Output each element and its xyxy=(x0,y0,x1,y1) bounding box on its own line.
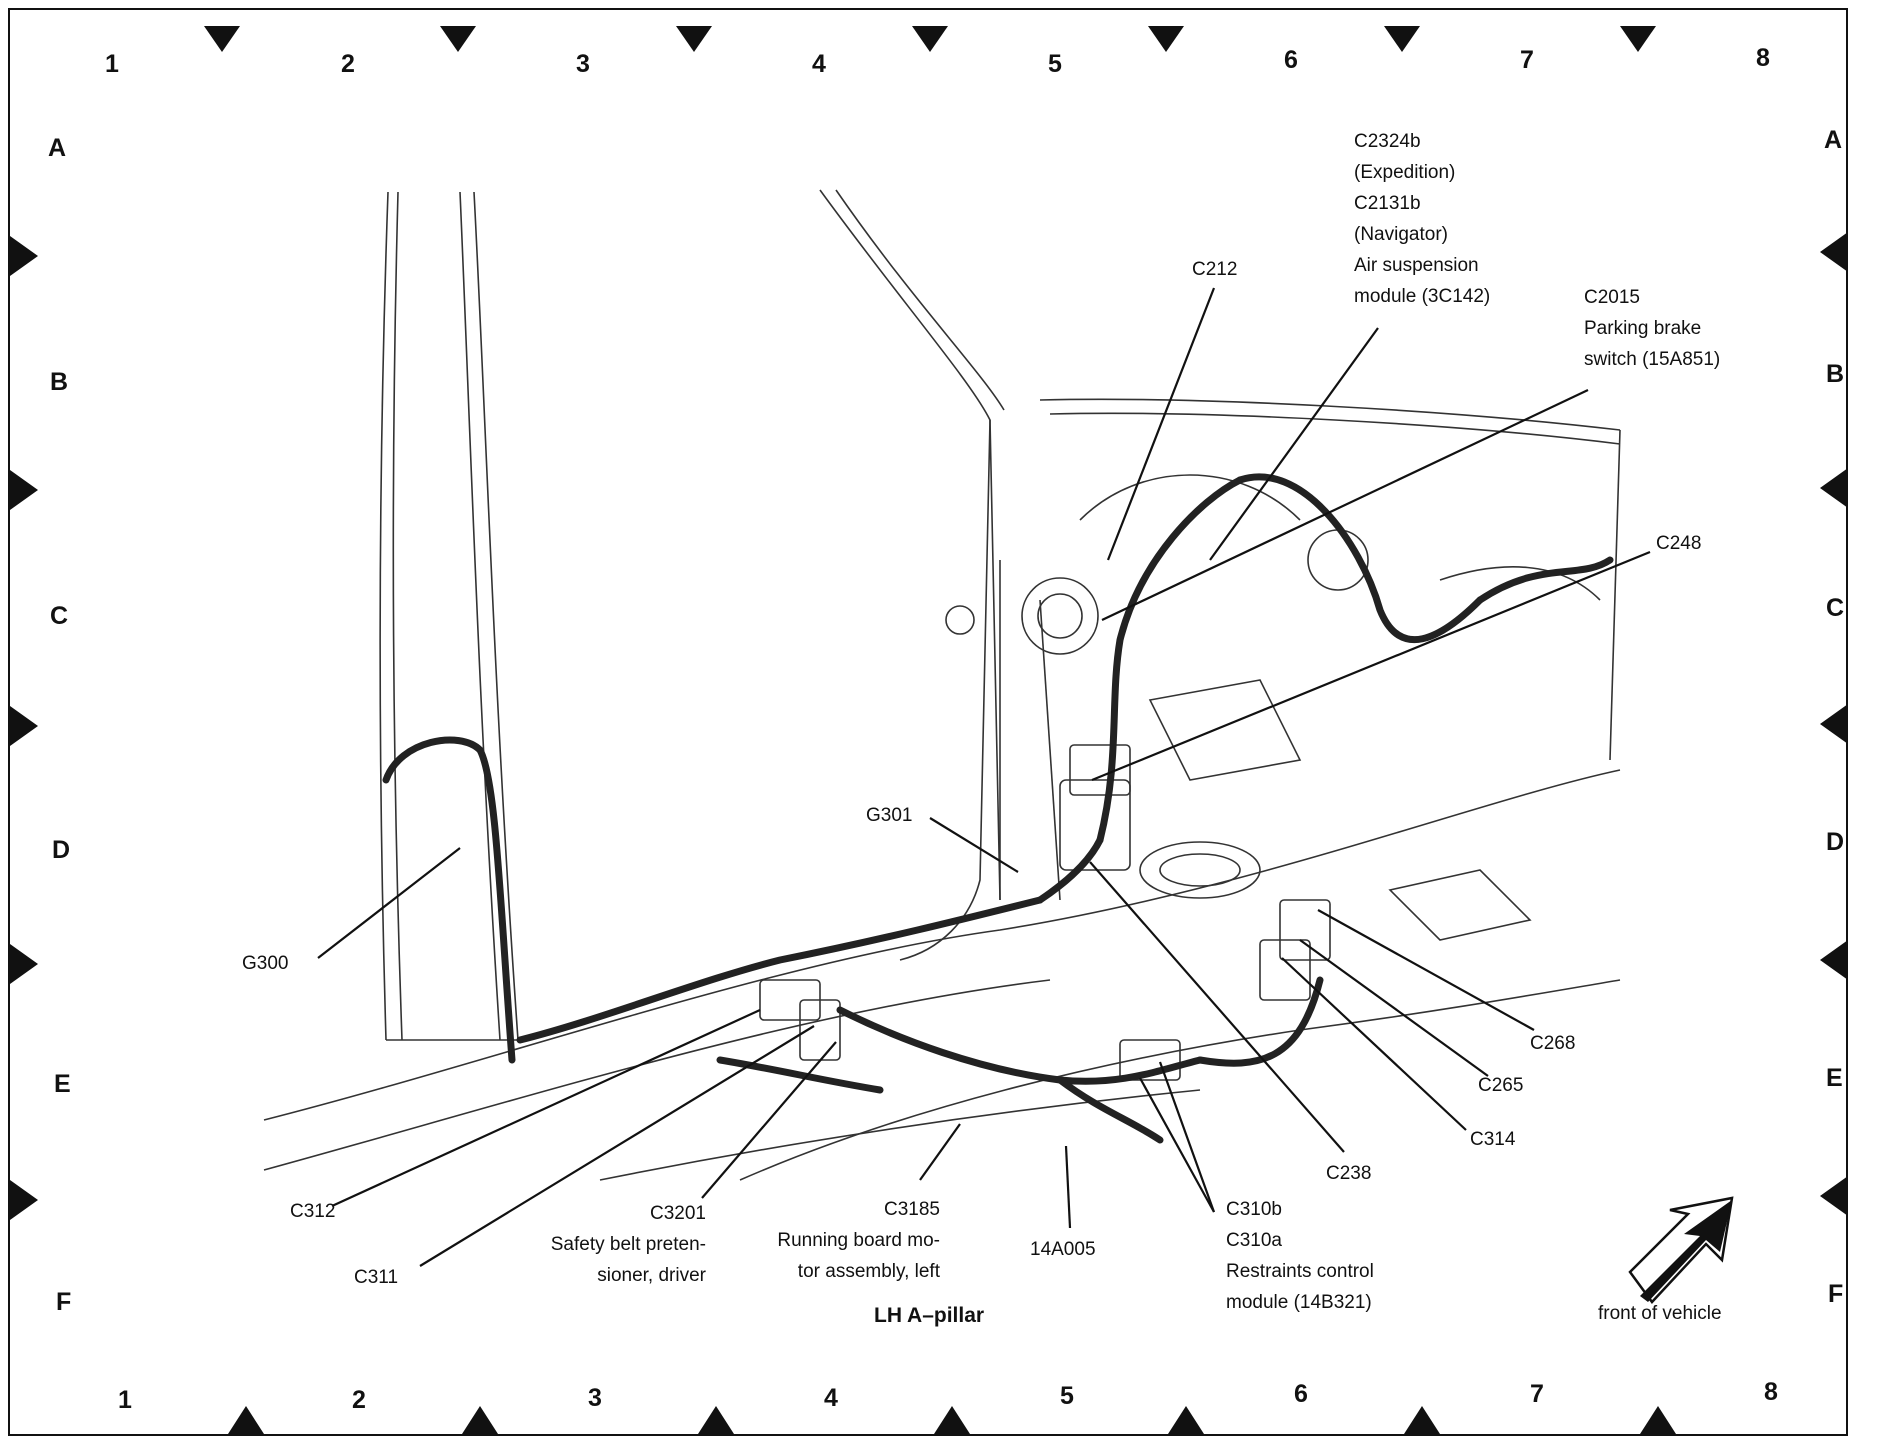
grid-row-left-b: B xyxy=(50,368,69,396)
grid-row-right-c: C xyxy=(1826,594,1845,622)
label-running-board-motor: C3185 Running board mo- tor assembly, le… xyxy=(777,1199,940,1282)
front-of-vehicle-arrow-icon xyxy=(1628,1196,1734,1304)
label-parking-brake-switch: C2015 Parking brake switch (15A851) xyxy=(1584,287,1721,370)
label-c312: C312 xyxy=(290,1201,336,1222)
label-c265: C265 xyxy=(1478,1075,1524,1096)
label-g301: G301 xyxy=(866,805,913,826)
leader-lines xyxy=(317,287,1651,1267)
grid-col-bottom-7: 7 xyxy=(1530,1380,1544,1408)
grid-col-top-7: 7 xyxy=(1520,46,1534,74)
grid-row-right-f: F xyxy=(1828,1280,1844,1308)
grid-row-right-b: B xyxy=(1826,360,1845,388)
grid-row-left-c: C xyxy=(50,602,69,630)
label-14a005: 14A005 xyxy=(1030,1239,1096,1260)
label-safety-belt-pretensioner: C3201 Safety belt preten- sioner, driver xyxy=(550,1203,706,1286)
grid-col-bottom-3: 3 xyxy=(588,1384,602,1412)
body-structure xyxy=(263,189,1621,1181)
grid-col-bottom-2: 2 xyxy=(352,1386,366,1414)
label-c268: C268 xyxy=(1530,1033,1576,1054)
label-c311: C311 xyxy=(354,1267,399,1288)
grid-col-top-6: 6 xyxy=(1284,46,1298,74)
grid-col-top-5: 5 xyxy=(1048,50,1062,78)
grid-row-left-d: D xyxy=(52,836,71,864)
label-air-suspension-module: C2324b (Expedition) C2131b (Navigator) A… xyxy=(1354,131,1491,307)
diagram-title: LH A–pillar xyxy=(874,1304,985,1327)
grid-row-right-e: E xyxy=(1826,1064,1843,1092)
grid-row-left-e: E xyxy=(54,1070,71,1098)
grid-row-right-d: D xyxy=(1826,828,1845,856)
grid-row-right-a: A xyxy=(1824,126,1843,154)
grid-col-top-2: 2 xyxy=(341,50,355,78)
grid-markers xyxy=(10,26,1848,1434)
grid-col-top-3: 3 xyxy=(576,50,590,78)
grid-col-bottom-6: 6 xyxy=(1294,1380,1308,1408)
grid-col-bottom-4: 4 xyxy=(824,1384,838,1412)
label-c212: C212 xyxy=(1192,259,1238,280)
grid-row-left-f: F xyxy=(56,1288,72,1316)
grid-col-bottom-1: 1 xyxy=(118,1386,132,1414)
grid-col-top-8: 8 xyxy=(1756,44,1770,72)
label-c314: C314 xyxy=(1470,1129,1516,1150)
label-front-of-vehicle: front of vehicle xyxy=(1598,1303,1722,1324)
grid-col-top-1: 1 xyxy=(105,50,119,78)
grid-col-bottom-8: 8 xyxy=(1764,1378,1778,1406)
label-c238: C238 xyxy=(1326,1163,1372,1184)
label-g300: G300 xyxy=(242,953,289,974)
label-c248: C248 xyxy=(1656,533,1702,554)
grid-row-left-a: A xyxy=(48,134,67,162)
wiring-harness xyxy=(382,473,1614,1144)
grid-col-bottom-5: 5 xyxy=(1060,1382,1074,1410)
grid-col-top-4: 4 xyxy=(812,50,826,78)
label-restraints-control-module: C310b C310a Restraints control module (1… xyxy=(1226,1199,1374,1313)
